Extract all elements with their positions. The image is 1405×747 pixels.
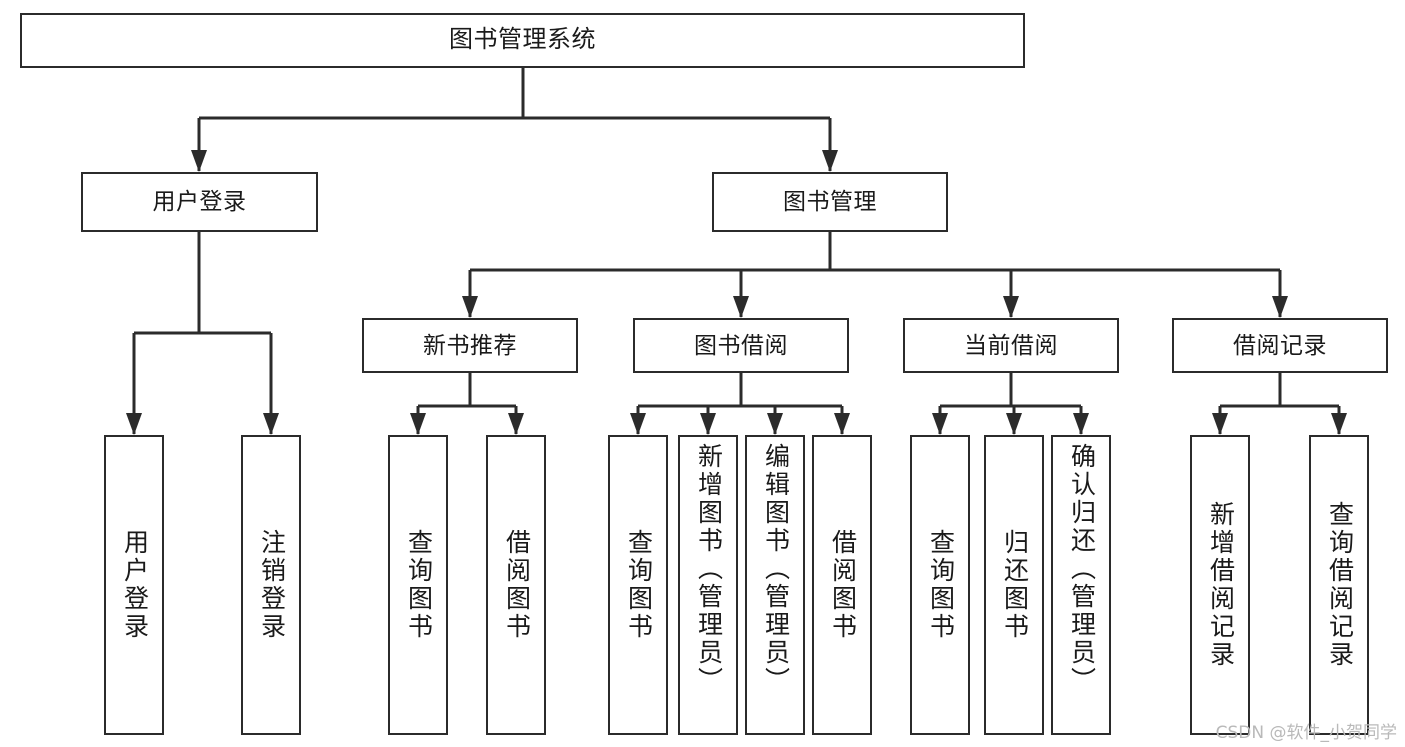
node-leaf-query-book-borrow-label: 查询图书	[624, 529, 653, 641]
node-user-login-label: 用户登录	[152, 188, 247, 215]
node-leaf-query-book-current[interactable]: 查询图书	[910, 435, 970, 735]
node-leaf-borrow-book-label: 借阅图书	[828, 529, 857, 641]
node-leaf-borrow-book-recommend[interactable]: 借阅图书	[486, 435, 546, 735]
node-borrow-record-label: 借阅记录	[1233, 331, 1327, 358]
node-leaf-add-book-admin[interactable]: 新增图书（管理员）	[678, 435, 738, 735]
node-root[interactable]: 图书管理系统	[20, 13, 1025, 68]
node-leaf-borrow-book-recommend-label: 借阅图书	[502, 529, 531, 641]
node-leaf-user-login-label: 用户登录	[120, 529, 149, 641]
node-current-borrow-label: 当前借阅	[964, 331, 1058, 358]
node-book-manage-label: 图书管理	[783, 188, 877, 215]
node-book-manage[interactable]: 图书管理	[712, 172, 948, 232]
node-leaf-query-borrow-record-label: 查询借阅记录	[1325, 501, 1354, 669]
node-user-login[interactable]: 用户登录	[81, 172, 318, 232]
node-leaf-query-borrow-record[interactable]: 查询借阅记录	[1309, 435, 1369, 735]
node-leaf-add-book-admin-label: 新增图书（管理员）	[694, 443, 723, 695]
node-leaf-add-borrow-record[interactable]: 新增借阅记录	[1190, 435, 1250, 735]
node-leaf-query-book-current-label: 查询图书	[926, 529, 955, 641]
watermark: CSDN @软件_小贺同学	[1215, 723, 1397, 743]
node-leaf-confirm-return-admin[interactable]: 确认归还（管理员）	[1051, 435, 1111, 735]
node-current-borrow[interactable]: 当前借阅	[903, 318, 1119, 373]
node-book-borrow-label: 图书借阅	[694, 331, 788, 358]
node-leaf-query-book-recommend[interactable]: 查询图书	[388, 435, 448, 735]
node-leaf-return-book-label: 归还图书	[1000, 529, 1029, 641]
node-new-book-recommend-label: 新书推荐	[423, 331, 517, 358]
node-leaf-edit-book-admin[interactable]: 编辑图书（管理员）	[745, 435, 805, 735]
node-leaf-borrow-book[interactable]: 借阅图书	[812, 435, 872, 735]
node-leaf-query-book-borrow[interactable]: 查询图书	[608, 435, 668, 735]
node-root-label: 图书管理系统	[449, 26, 596, 54]
node-leaf-logout[interactable]: 注销登录	[241, 435, 301, 735]
node-book-borrow[interactable]: 图书借阅	[633, 318, 849, 373]
node-leaf-return-book[interactable]: 归还图书	[984, 435, 1044, 735]
node-leaf-add-borrow-record-label: 新增借阅记录	[1206, 501, 1235, 669]
node-leaf-confirm-return-admin-label: 确认归还（管理员）	[1067, 443, 1096, 695]
node-leaf-user-login[interactable]: 用户登录	[104, 435, 164, 735]
node-borrow-record[interactable]: 借阅记录	[1172, 318, 1388, 373]
node-leaf-query-book-recommend-label: 查询图书	[404, 529, 433, 641]
node-new-book-recommend[interactable]: 新书推荐	[362, 318, 578, 373]
node-leaf-edit-book-admin-label: 编辑图书（管理员）	[761, 443, 790, 695]
node-leaf-logout-label: 注销登录	[257, 529, 286, 641]
